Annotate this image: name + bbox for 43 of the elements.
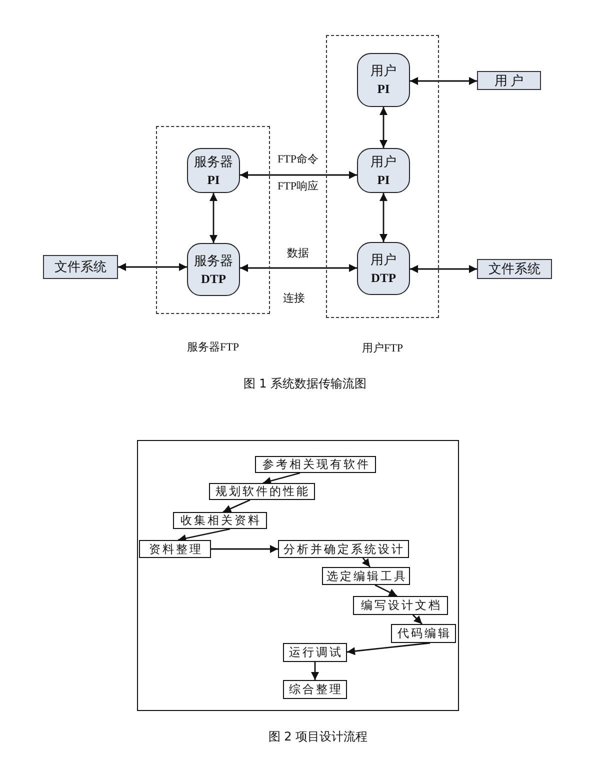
line-label: FTP响应: [276, 178, 320, 194]
double-arrow: [380, 193, 388, 242]
rounded-box: 用户 DTP: [357, 242, 410, 295]
group-label: 服务器FTP: [187, 340, 239, 354]
figure-caption: 图 1 系统数据传输流图: [243, 376, 367, 392]
process-box: 参考相关现有软件: [255, 456, 376, 473]
double-arrow: [210, 193, 218, 243]
edge-label: 数据: [286, 246, 310, 260]
process-box: 代码编辑: [391, 624, 456, 643]
arrow: [311, 662, 319, 680]
process-box: 编写设计文档: [353, 596, 448, 615]
arrow: [262, 472, 300, 485]
double-arrow: [240, 171, 357, 179]
process-box: 运行调试: [283, 643, 347, 662]
arrow: [346, 642, 430, 656]
rounded-box: 服务器 DTP: [187, 243, 240, 296]
arrow: [211, 545, 278, 553]
process-box: 分析并确定系统设计: [278, 540, 409, 558]
arrow: [178, 528, 230, 542]
process-box: 收集相关资料: [173, 512, 267, 529]
double-arrow: [410, 265, 477, 273]
process-box: 资料整理: [139, 540, 211, 558]
process-box: 选定编辑工具: [322, 567, 410, 585]
double-arrow: [240, 264, 357, 272]
process-box: 综合整理: [283, 680, 347, 699]
double-arrow: [380, 107, 388, 148]
rounded-box: 用户 PI: [357, 53, 410, 107]
process-box: 用 户: [477, 71, 541, 90]
rounded-box: 用户 PI: [357, 148, 410, 193]
process-box: 文件系统: [43, 255, 118, 279]
rounded-box: 服务器 PI: [187, 148, 240, 193]
figure-caption: 图 2 项目设计流程: [268, 728, 368, 746]
arrow: [374, 584, 398, 597]
arrow: [222, 499, 250, 513]
process-box: 规划软件的性能: [209, 483, 315, 500]
line-label: 连接: [282, 290, 306, 306]
edge-label: FTP命令: [276, 152, 320, 166]
arrow: [412, 614, 422, 624]
process-box: 文件系统: [477, 259, 552, 279]
arrow: [362, 558, 371, 568]
group-label: 用户FTP: [362, 341, 403, 356]
double-arrow: [118, 263, 187, 271]
double-arrow: [410, 77, 477, 85]
